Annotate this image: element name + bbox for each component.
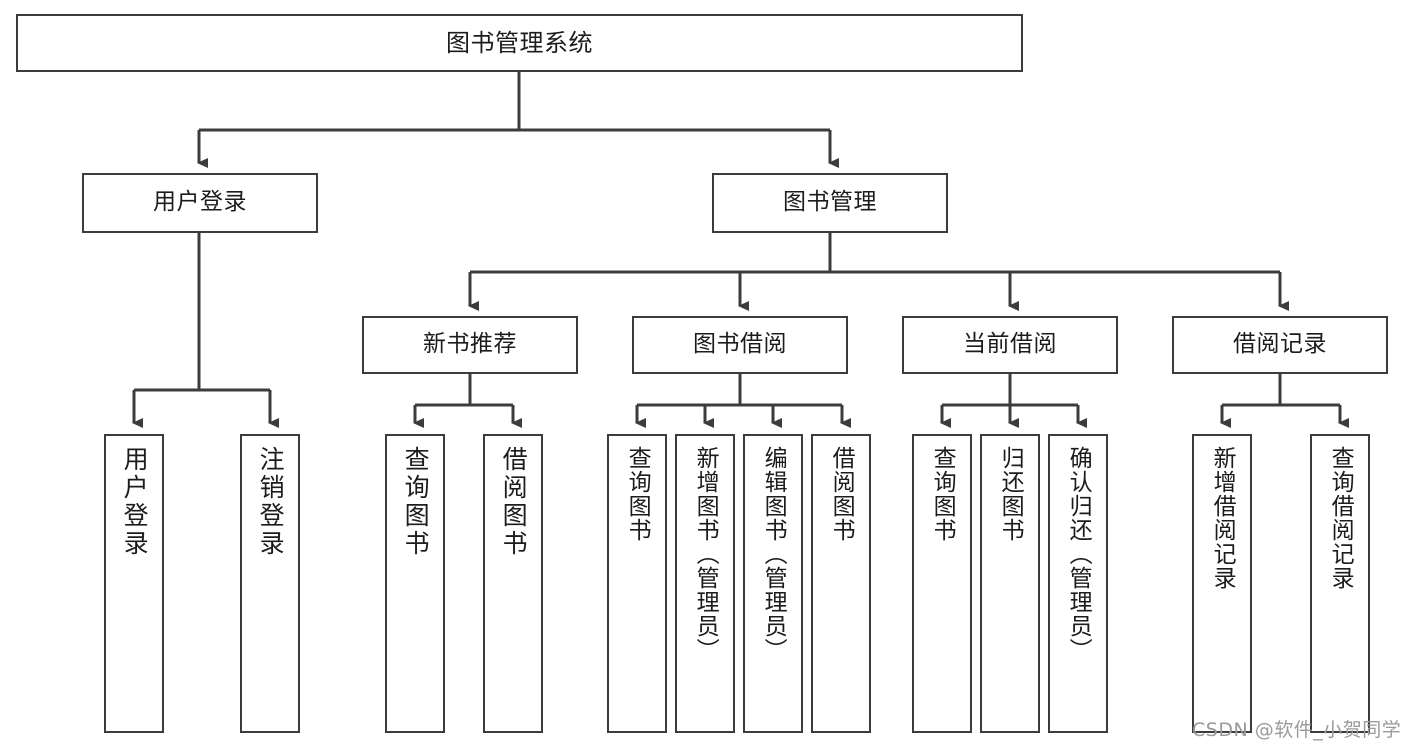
node-new-book-recommend[interactable]: 新书推荐 (362, 316, 578, 374)
leaf-query-borrow-record[interactable]: 查询借阅记录 (1310, 434, 1370, 733)
node-book-borrow[interactable]: 图书借阅 (632, 316, 848, 374)
node-label: 借阅图书 (828, 446, 855, 542)
leaf-edit-book-admin[interactable]: 编辑图书（管理员） (743, 434, 803, 733)
node-label: 借阅图书 (499, 446, 529, 558)
leaf-add-book-admin[interactable]: 新增图书（管理员） (675, 434, 735, 733)
node-label: 编辑图书（管理员） (760, 446, 787, 662)
leaf-query-book-current[interactable]: 查询图书 (912, 434, 972, 733)
leaf-logout[interactable]: 注销登录 (240, 434, 300, 733)
node-label: 查询借阅记录 (1327, 446, 1354, 590)
node-label: 查询图书 (401, 446, 431, 558)
node-book-management[interactable]: 图书管理 (712, 173, 948, 233)
node-label: 新增借阅记录 (1209, 446, 1236, 590)
leaf-return-book[interactable]: 归还图书 (980, 434, 1040, 733)
leaf-query-book-recommend[interactable]: 查询图书 (385, 434, 445, 733)
node-label: 用户登录 (153, 189, 247, 216)
node-user-login[interactable]: 用户登录 (82, 173, 318, 233)
leaf-borrow-book[interactable]: 借阅图书 (811, 434, 871, 733)
node-root-library-system[interactable]: 图书管理系统 (16, 14, 1023, 72)
node-borrow-record[interactable]: 借阅记录 (1172, 316, 1388, 374)
node-label: 注销登录 (256, 446, 286, 558)
node-label: 确认归还（管理员） (1065, 446, 1092, 662)
node-label: 查询图书 (929, 446, 956, 542)
node-label: 新增图书（管理员） (692, 446, 719, 662)
leaf-add-borrow-record[interactable]: 新增借阅记录 (1192, 434, 1252, 733)
node-label: 新书推荐 (423, 331, 517, 358)
node-label: 图书管理系统 (446, 28, 593, 57)
leaf-query-book-borrow[interactable]: 查询图书 (607, 434, 667, 733)
node-label: 归还图书 (997, 446, 1024, 542)
node-label: 当前借阅 (963, 331, 1057, 358)
node-label: 图书借阅 (693, 331, 787, 358)
node-label: 用户登录 (120, 446, 150, 558)
node-label: 图书管理 (783, 189, 877, 216)
csdn-watermark: CSDN @软件_小贺同学 (1192, 719, 1402, 741)
node-label: 查询图书 (624, 446, 651, 542)
node-current-borrow[interactable]: 当前借阅 (902, 316, 1118, 374)
leaf-borrow-book-recommend[interactable]: 借阅图书 (483, 434, 543, 733)
node-label: 借阅记录 (1233, 331, 1327, 358)
leaf-confirm-return-admin[interactable]: 确认归还（管理员） (1048, 434, 1108, 733)
leaf-user-login[interactable]: 用户登录 (104, 434, 164, 733)
